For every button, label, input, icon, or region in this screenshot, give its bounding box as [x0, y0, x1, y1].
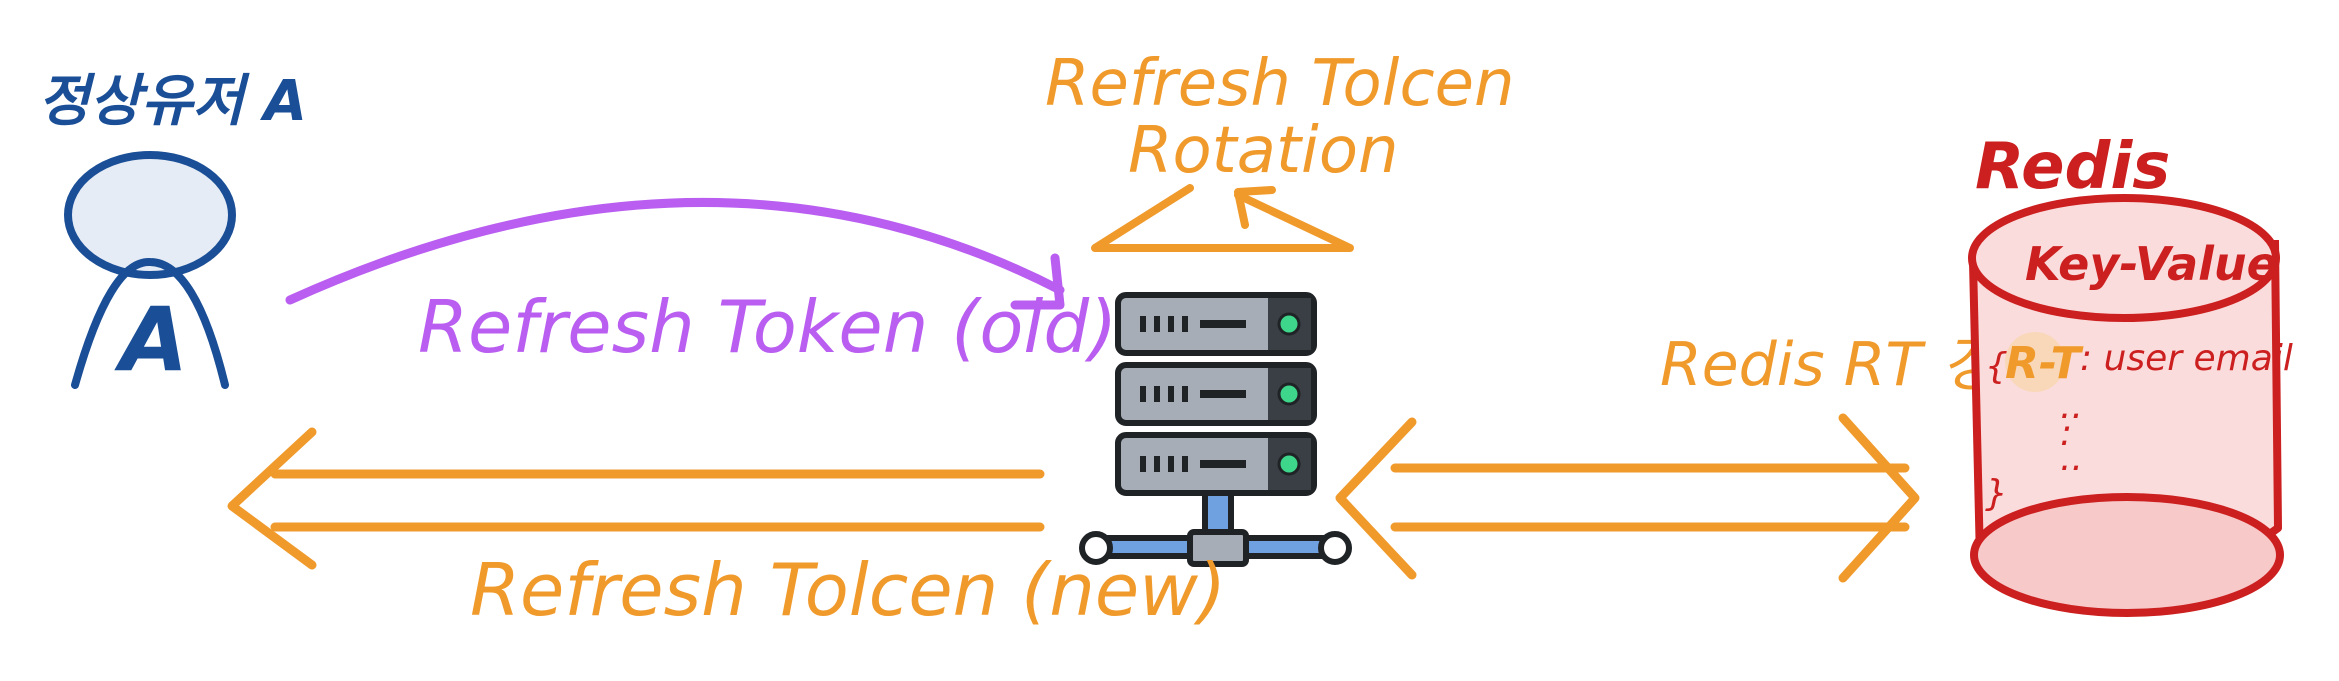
old-token-label: Refresh Token (old) — [418, 285, 1117, 369]
old-token-arrow: Refresh Token (old) — [285, 197, 1117, 369]
avatar-letter: A — [114, 288, 188, 391]
more-row-1: .. — [2060, 386, 2083, 427]
entry-value: : user email — [2080, 338, 2293, 379]
rotation-label-line1: Refresh Tolcen — [1045, 47, 1515, 121]
user-a: 정상유저 A A — [38, 69, 307, 391]
server-rack-icon — [1079, 292, 1352, 567]
more-row-3: .. — [2060, 438, 2083, 479]
new-token-label: Refresh Tolcen (new) — [470, 548, 1226, 632]
user-name-label: 정상유저 A — [38, 69, 307, 134]
store-label: Key-Value — [2025, 237, 2278, 291]
rotation-annotation: Refresh Tolcen Rotation — [1045, 47, 1515, 252]
new-token-arrow: Refresh Tolcen (new) — [227, 427, 1226, 632]
entry-key: R-T — [2005, 338, 2084, 389]
redis-cylinder-icon — [1968, 194, 2284, 617]
rotation-label-line2: Rotation — [1128, 114, 1399, 188]
brace-open: { — [1985, 346, 2008, 387]
redis-title: Redis — [1975, 130, 2170, 204]
redis-store: Redis Key-Value { R-T : user email .. : … — [1968, 130, 2293, 617]
redis-update-arrow: Redis RT 갱신 — [1335, 330, 2056, 583]
more-row-2: : — [2060, 413, 2072, 454]
user-avatar-icon: A — [64, 151, 236, 391]
brace-close: } — [1985, 473, 2008, 514]
